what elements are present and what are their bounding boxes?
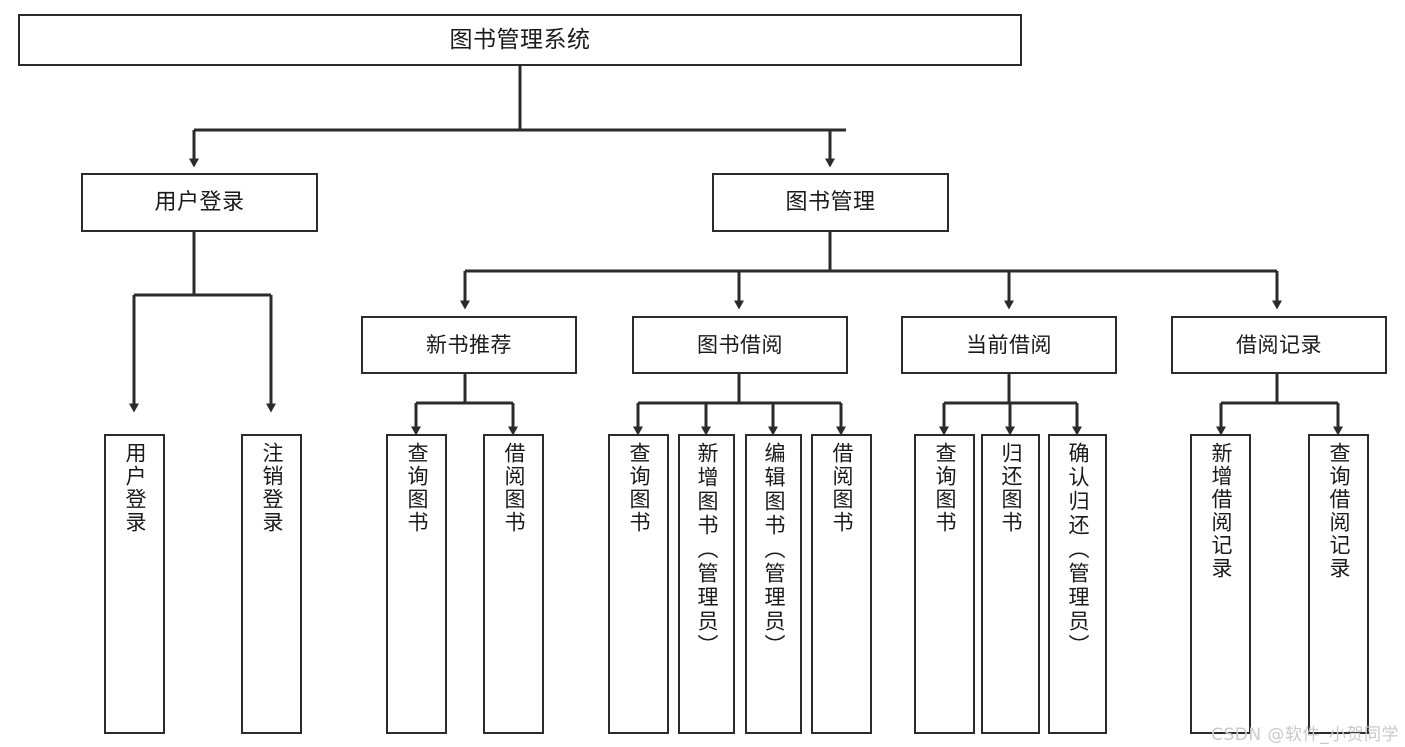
- node-leaf-edit-book-admin[interactable]: 编辑图书（管理员）: [745, 434, 802, 734]
- node-borrow-record[interactable]: 借阅记录: [1171, 316, 1387, 374]
- node-label: 查询借阅记录: [1327, 442, 1351, 580]
- node-label: 确认归还（管理员）: [1066, 442, 1090, 658]
- node-leaf-lend-book[interactable]: 借阅图书: [811, 434, 872, 734]
- node-label: 图书借阅: [697, 332, 783, 357]
- node-label: 图书管理: [785, 189, 876, 215]
- node-label: 借阅图书: [830, 442, 854, 534]
- node-leaf-logout[interactable]: 注销登录: [241, 434, 302, 734]
- node-root-book-management-system[interactable]: 图书管理系统: [18, 14, 1022, 66]
- node-label: 用户登录: [154, 189, 245, 215]
- node-leaf-confirm-return-admin[interactable]: 确认归还（管理员）: [1048, 434, 1107, 734]
- node-label: 新书推荐: [426, 332, 512, 357]
- node-label: 查询图书: [627, 442, 651, 534]
- node-leaf-user-login[interactable]: 用户登录: [104, 434, 165, 734]
- node-new-book-recommendation[interactable]: 新书推荐: [361, 316, 577, 374]
- node-label: 新增图书（管理员）: [695, 442, 719, 658]
- node-leaf-query-book-newbook[interactable]: 查询图书: [386, 434, 447, 734]
- node-label: 编辑图书（管理员）: [762, 442, 786, 658]
- node-leaf-return-book[interactable]: 归还图书: [981, 434, 1040, 734]
- node-book-management[interactable]: 图书管理: [712, 173, 949, 232]
- node-label: 查询图书: [933, 442, 957, 534]
- node-label: 查询图书: [405, 442, 429, 534]
- node-leaf-query-borrow-record[interactable]: 查询借阅记录: [1308, 434, 1369, 734]
- watermark-text: CSDN @软件_小贺同学: [1211, 725, 1399, 745]
- node-user-login[interactable]: 用户登录: [81, 173, 318, 232]
- node-leaf-add-borrow-record[interactable]: 新增借阅记录: [1190, 434, 1251, 734]
- node-label: 新增借阅记录: [1209, 442, 1233, 580]
- node-leaf-borrow-book-newbook[interactable]: 借阅图书: [483, 434, 544, 734]
- node-label: 归还图书: [999, 442, 1023, 534]
- node-label: 当前借阅: [966, 332, 1052, 357]
- node-leaf-add-book-admin[interactable]: 新增图书（管理员）: [678, 434, 735, 734]
- node-label: 借阅图书: [502, 442, 526, 534]
- node-book-borrowing[interactable]: 图书借阅: [632, 316, 848, 374]
- node-label: 用户登录: [123, 442, 147, 534]
- node-label: 注销登录: [260, 442, 284, 534]
- node-leaf-query-book-current[interactable]: 查询图书: [914, 434, 975, 734]
- node-label: 借阅记录: [1236, 332, 1322, 357]
- node-current-borrowing[interactable]: 当前借阅: [901, 316, 1117, 374]
- node-leaf-query-book-borrow[interactable]: 查询图书: [608, 434, 669, 734]
- node-label: 图书管理系统: [449, 26, 591, 53]
